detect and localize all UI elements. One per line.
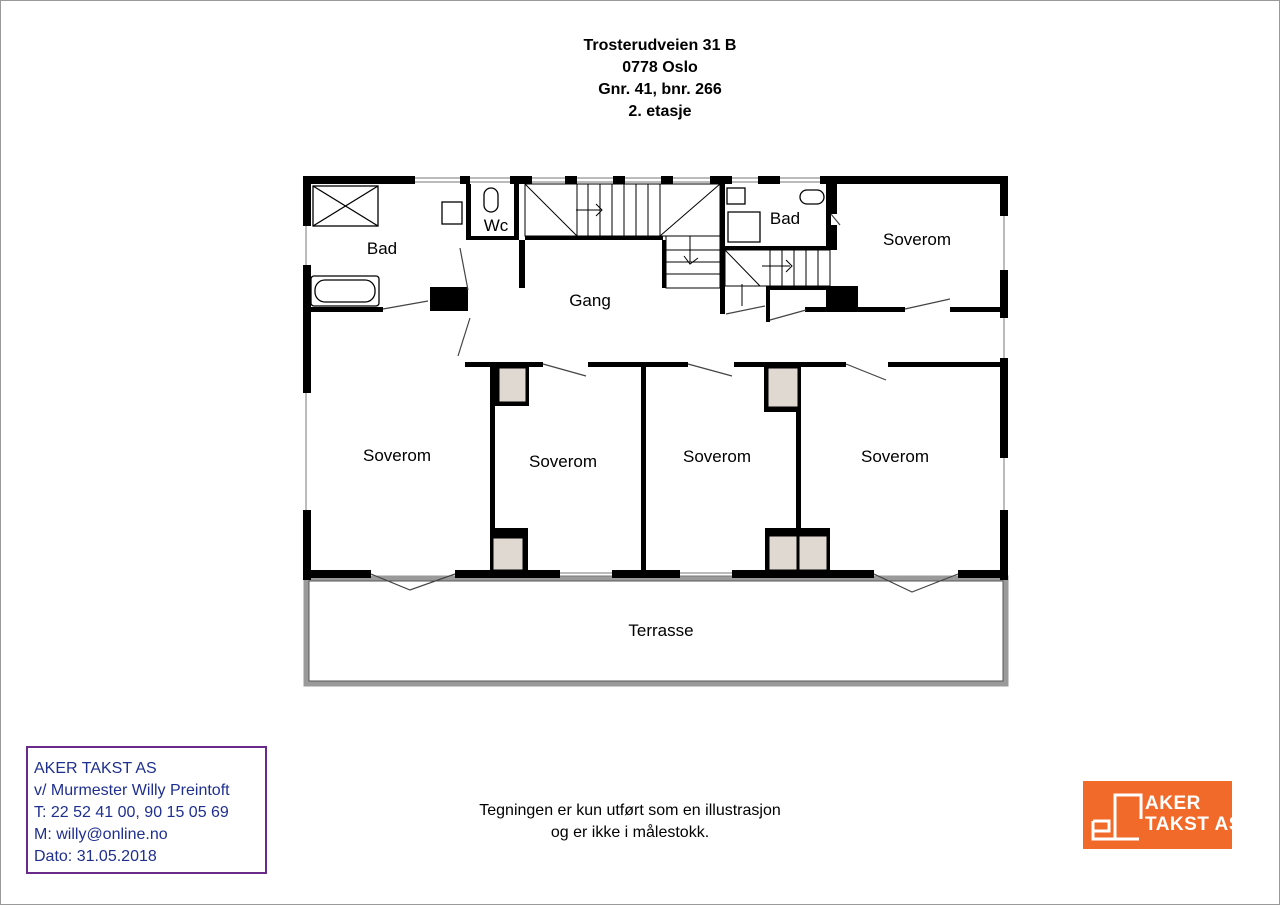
contact-date: Dato: 31.05.2018 xyxy=(34,848,157,865)
room-label-terrasse: Terrasse xyxy=(628,621,693,640)
room-label-soverom-3: Soverom xyxy=(683,447,751,466)
contact-email: M: willy@online.no xyxy=(34,826,168,843)
address-line: Trosterudveien 31 B xyxy=(583,37,737,54)
room-label-wc: Wc xyxy=(484,216,509,235)
postal-line: 0778 Oslo xyxy=(622,59,698,76)
doors xyxy=(370,213,959,593)
room-label-soverom-top-right: Soverom xyxy=(883,230,951,249)
aker-takst-logo: AKER TAKST AS xyxy=(1083,781,1241,849)
disclaimer-line-2: og er ikke i målestokk. xyxy=(550,824,710,841)
contact-company: AKER TAKST AS xyxy=(34,760,157,777)
room-label-soverom-2: Soverom xyxy=(529,452,597,471)
contact-person: v/ Murmester Willy Preintoft xyxy=(34,782,230,799)
interior-walls xyxy=(303,184,1008,577)
room-labels: Bad Wc Bad Soverom Gang Soverom Soverom … xyxy=(363,209,951,640)
closets xyxy=(490,367,830,572)
terrace-rail-inner xyxy=(308,580,1004,682)
room-label-gang: Gang xyxy=(569,291,611,310)
room-label-bad-right: Bad xyxy=(770,209,800,228)
contact-phone: T: 22 52 41 00, 90 15 05 69 xyxy=(34,804,229,821)
disclaimer-line-1: Tegningen er kun utført som en illustras… xyxy=(479,802,781,819)
plan-header: Trosterudveien 31 B 0778 Oslo Gnr. 41, b… xyxy=(460,35,860,123)
room-label-soverom-1: Soverom xyxy=(363,446,431,465)
cadastral-line: Gnr. 41, bnr. 266 xyxy=(598,81,722,98)
disclaimer: Tegningen er kun utført som en illustras… xyxy=(430,800,830,844)
logo-text-line-1: AKER xyxy=(1145,793,1201,814)
windows xyxy=(305,177,1005,577)
room-label-soverom-4: Soverom xyxy=(861,447,929,466)
logo-text: AKER TAKST AS xyxy=(1145,793,1242,835)
logo-mark-icon xyxy=(1091,793,1143,841)
contact-box: AKER TAKST AS v/ Murmester Willy Preinto… xyxy=(26,746,267,874)
room-label-bad-left: Bad xyxy=(367,239,397,258)
outer-walls xyxy=(303,176,1008,580)
stairs xyxy=(524,183,831,306)
logo-text-line-2: TAKST AS xyxy=(1145,814,1242,835)
floor-line: 2. etasje xyxy=(628,103,692,120)
bath-fixtures xyxy=(310,185,825,307)
